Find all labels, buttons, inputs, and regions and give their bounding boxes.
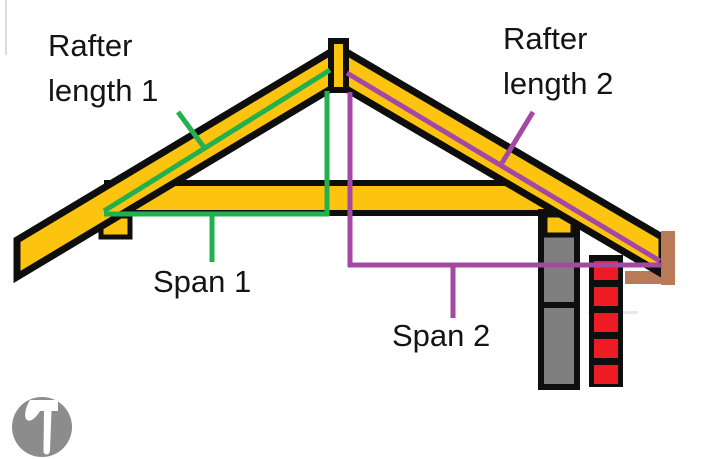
rafter-length-2-label-line1: Rafter <box>503 21 588 56</box>
rafter-length-1-label-line1: Rafter <box>48 28 133 63</box>
hammer-logo-icon <box>12 397 72 457</box>
span-1-label: Span 1 <box>153 264 252 299</box>
inner-wall-body <box>538 209 580 390</box>
ceiling-tie-beam <box>104 180 570 216</box>
rafter-length-2-label-line2: length 2 <box>503 66 614 101</box>
edge-artifact-line <box>5 0 7 55</box>
soffit-board <box>625 271 663 284</box>
rafter-length-2-line <box>345 70 662 264</box>
brick <box>594 365 618 384</box>
brick <box>594 339 618 358</box>
rafter-length-2-label: Rafter length 2 <box>503 16 613 106</box>
measure-lines-green <box>102 67 332 262</box>
rafter-length-1-label-line2: length 1 <box>48 73 159 108</box>
rafter-length-2-pointer <box>499 110 536 165</box>
inner-block-wall <box>538 209 580 390</box>
measure-lines-purple <box>345 70 662 318</box>
outer-brick-wall <box>589 255 623 387</box>
rafter-length-1-line <box>102 67 332 214</box>
rafter-length-1-label: Rafter length 1 <box>48 23 158 113</box>
ridge-board <box>328 38 349 93</box>
inner-wall-joint <box>543 302 575 308</box>
rafter-length-1-pointer <box>175 110 209 152</box>
fascia-board <box>661 231 675 285</box>
brick <box>594 313 618 332</box>
hammer-head <box>25 400 59 421</box>
span-2-label: Span 2 <box>392 318 491 353</box>
brick <box>594 287 618 306</box>
hammer-handle <box>43 411 52 455</box>
